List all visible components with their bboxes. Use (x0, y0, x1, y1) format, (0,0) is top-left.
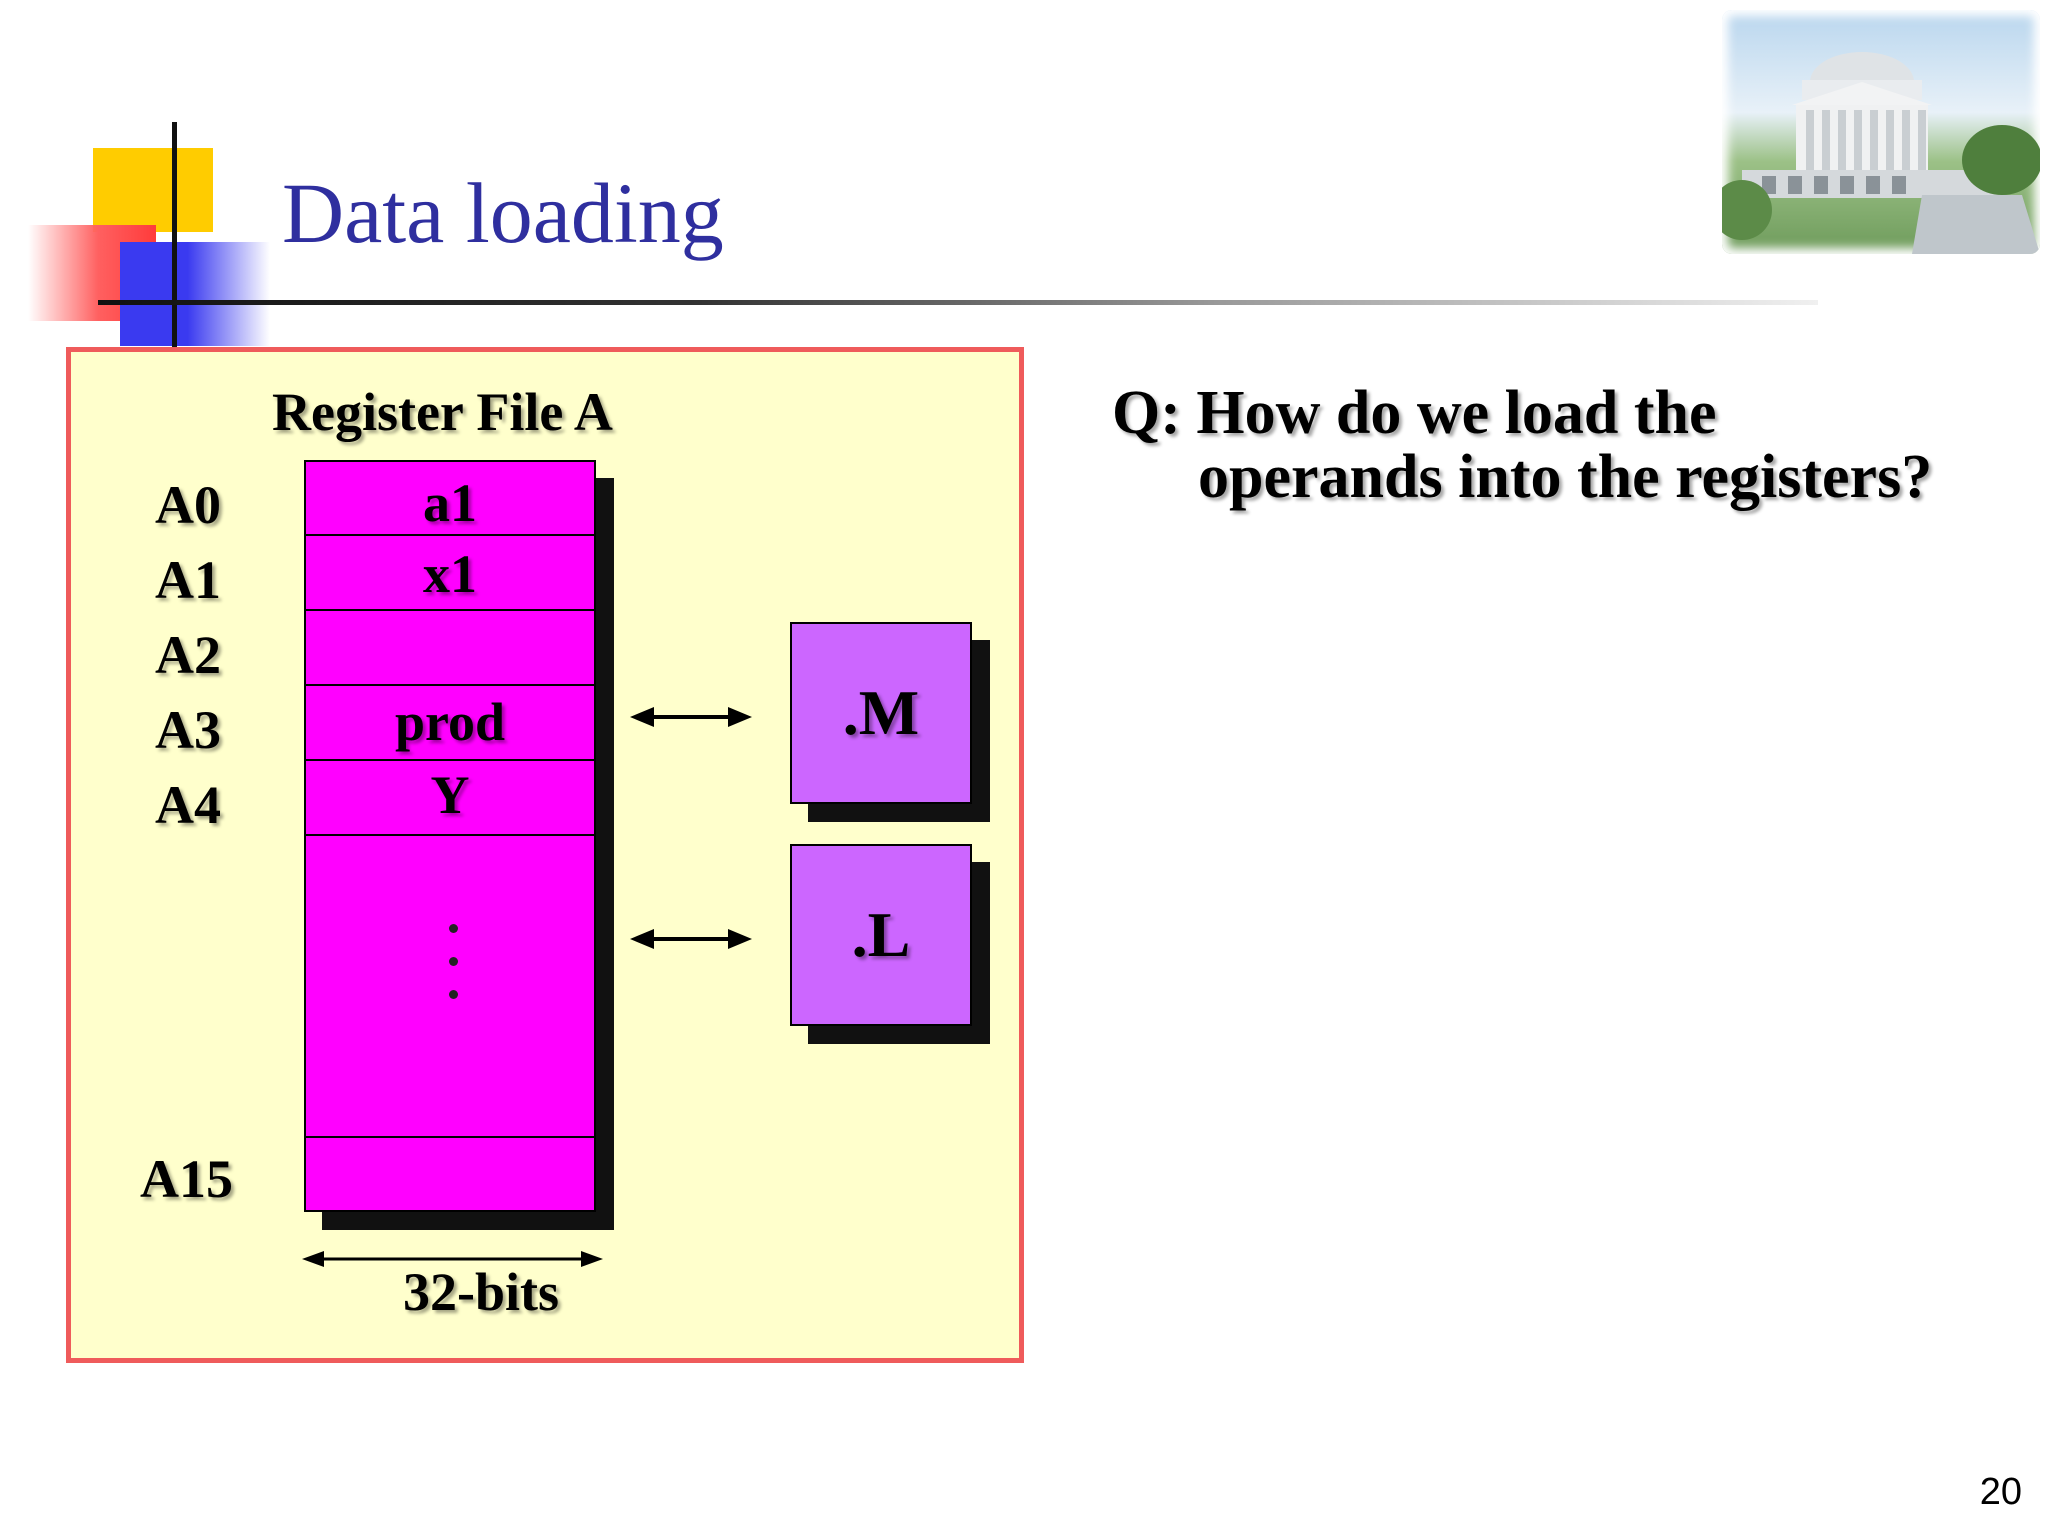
title-decoration-yellow (93, 148, 213, 232)
unit-m: .M (790, 622, 972, 804)
row-label-a4: A4 (155, 775, 221, 835)
register-divider (304, 759, 596, 761)
title-decoration-blue (120, 242, 270, 346)
width-label: 32-bits (403, 1262, 560, 1322)
ellipsis-dot (449, 924, 458, 933)
page-number: 20 (1979, 1471, 2022, 1513)
row-label-a2: A2 (155, 625, 221, 685)
slide-title: Data loading (282, 165, 724, 261)
question-line-1: Q: How do we load the (1112, 379, 1717, 447)
row-label-a3: A3 (155, 700, 221, 760)
row-label-a1: A1 (155, 550, 221, 610)
register-cell-a4: Y (430, 765, 470, 825)
register-divider (304, 684, 596, 686)
title-decoration-vertical-line (172, 122, 177, 352)
ellipsis-dot (449, 957, 458, 966)
register-cell-a1: x1 (423, 544, 477, 604)
register-divider (304, 609, 596, 611)
row-label-a0: A0 (155, 475, 221, 535)
bidirectional-arrow-l (630, 929, 752, 949)
register-divider (304, 534, 596, 536)
register-file-label: Register File A (272, 382, 613, 442)
question-line-2: operands into the registers? (1198, 443, 1933, 511)
register-divider (304, 1136, 596, 1138)
ellipsis-dot (449, 990, 458, 999)
bidirectional-arrow-m (630, 707, 752, 727)
title-underline (98, 300, 1818, 305)
building-illustration (1722, 52, 2040, 254)
width-arrow (302, 1251, 603, 1267)
register-file (304, 460, 596, 1212)
building-photo (1722, 10, 2040, 254)
register-cell-a3: prod (394, 692, 506, 752)
unit-l: .L (790, 844, 972, 1026)
register-divider (304, 834, 596, 836)
row-label-a15: A15 (140, 1149, 233, 1209)
register-cell-a0: a1 (423, 473, 477, 533)
